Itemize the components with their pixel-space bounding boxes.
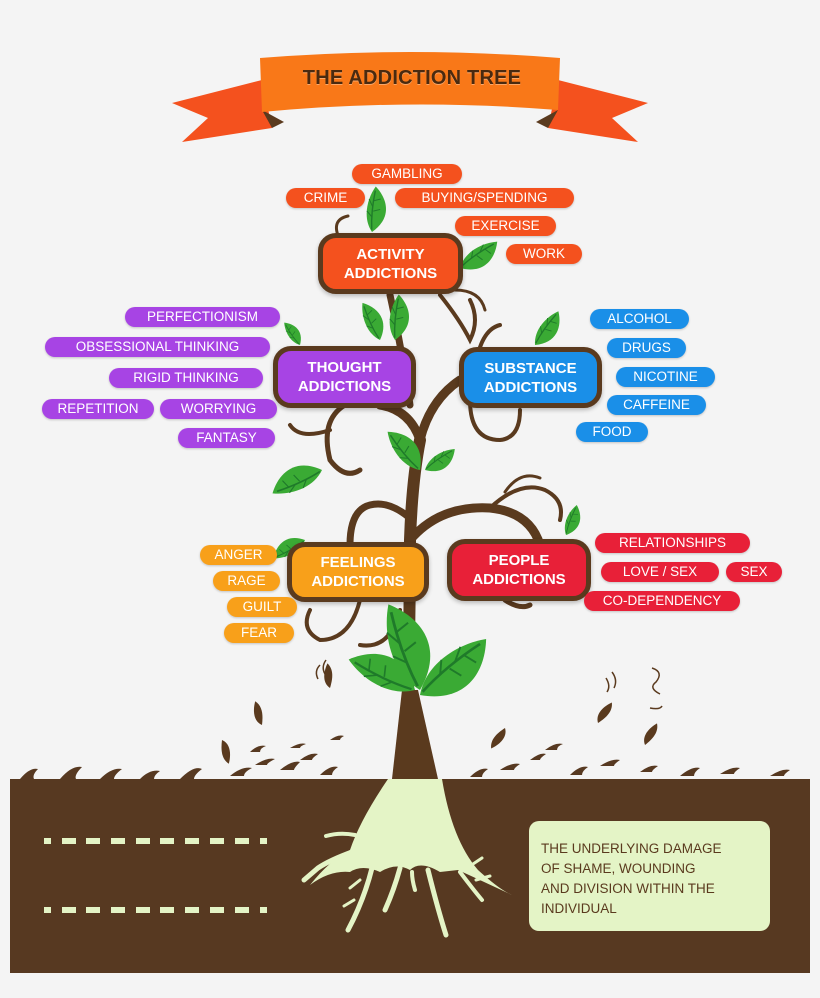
pill-crime: CRIME [286, 188, 365, 208]
pill-work: WORK [506, 244, 582, 264]
thought-line1: THOUGHT [307, 359, 382, 376]
pill-perfectionism: PERFECTIONISM [125, 307, 280, 327]
people-line1: PEOPLE [488, 552, 550, 569]
note-line1: THE UNDERLYING DAMAGE [541, 841, 722, 856]
feelings-line1: FEELINGS [320, 554, 396, 571]
pill-buying-spending: BUYING/SPENDING [395, 188, 574, 208]
pill-rage: RAGE [213, 571, 280, 591]
activity-addictions-box: ACTIVITY ADDICTIONS [318, 233, 463, 294]
pill-nicotine: NICOTINE [616, 367, 715, 387]
pill-gambling: GAMBLING [352, 164, 462, 184]
dashed-line-bottom [44, 907, 267, 913]
note-line4: INDIVIDUAL [541, 901, 617, 916]
pill-drugs: DRUGS [607, 338, 686, 358]
pill-love-sex: LOVE / SEX [601, 562, 719, 582]
pill-fantasy: FANTASY [178, 428, 275, 448]
pill-alcohol: ALCOHOL [590, 309, 689, 329]
feelings-line2: ADDICTIONS [311, 573, 405, 590]
feelings-addictions-box: FEELINGS ADDICTIONS [287, 542, 429, 602]
activity-line1: ACTIVITY [356, 245, 425, 263]
substance-addictions-box: SUBSTANCE ADDICTIONS [459, 347, 602, 408]
pill-repetition: REPETITION [42, 399, 154, 419]
pill-sex: SEX [726, 562, 782, 582]
title-banner [172, 52, 648, 142]
pill-caffeine: CAFFEINE [607, 395, 706, 415]
substance-line1: SUBSTANCE [484, 359, 577, 377]
roots [301, 779, 512, 938]
pill-fear: FEAR [224, 623, 294, 643]
pill-exercise: EXERCISE [455, 216, 556, 236]
note-line3: AND DIVISION WITHIN THE [541, 881, 715, 896]
substance-line2: ADDICTIONS [483, 378, 578, 396]
note-line2: OF SHAME, WOUNDING [541, 861, 696, 876]
pill-worrying: WORRYING [160, 399, 277, 419]
title: THE ADDICTION TREE [302, 66, 522, 89]
thought-addictions-box: THOUGHT ADDICTIONS [273, 346, 416, 408]
pill-relationships: RELATIONSHIPS [595, 533, 750, 553]
people-line2: ADDICTIONS [472, 571, 566, 588]
people-addictions-box: PEOPLE ADDICTIONS [447, 539, 591, 601]
pill-food: FOOD [576, 422, 648, 442]
pill-anger: ANGER [200, 545, 277, 565]
pill-guilt: GUILT [227, 597, 297, 617]
thought-line2: ADDICTIONS [297, 378, 392, 395]
pill-rigid-thinking: RIGID THINKING [109, 368, 263, 388]
dashed-line-top [44, 838, 267, 844]
pill-co-dependency: CO-DEPENDENCY [584, 591, 740, 611]
pill-obsessional-thinking: OBSESSIONAL THINKING [45, 337, 270, 357]
activity-line2: ADDICTIONS [343, 264, 438, 282]
falling-leaves [215, 659, 663, 765]
root-cause-note: THE UNDERLYING DAMAGE OF SHAME, WOUNDING… [529, 821, 770, 931]
